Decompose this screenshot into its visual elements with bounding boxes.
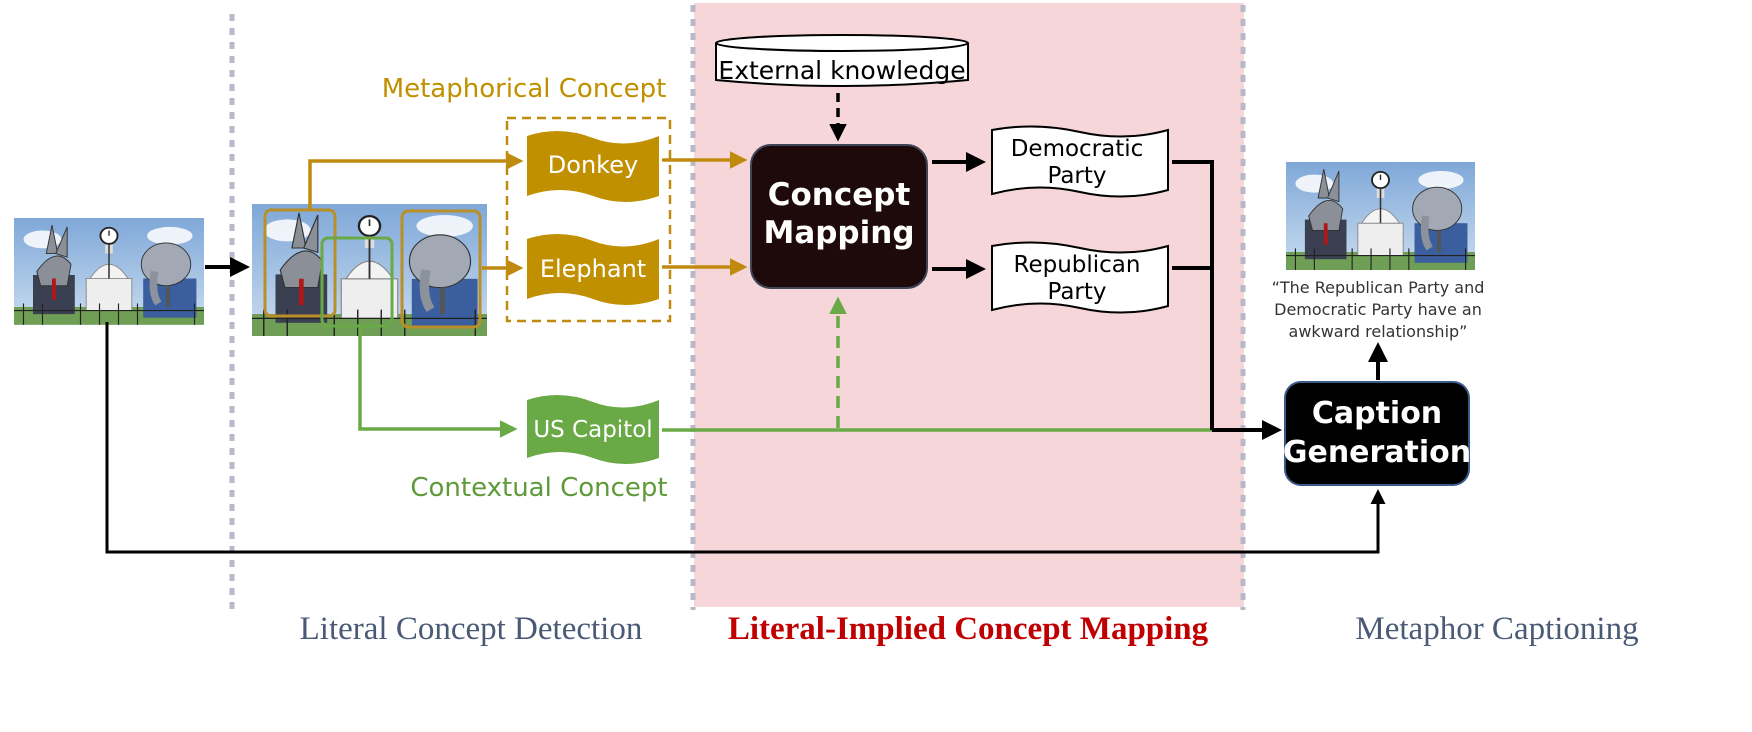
- external-knowledge-database: [715, 34, 969, 87]
- stage-title-literal-detection: Literal Concept Detection: [300, 611, 643, 647]
- caption-output-line2: Democratic Party have an: [1274, 300, 1482, 319]
- input-cartoon-image: [14, 218, 204, 325]
- concept-mapping-title-line2: Mapping: [763, 215, 914, 251]
- caption-output-line3: awkward relationship”: [1289, 322, 1468, 341]
- caption-generation-box: [1284, 381, 1470, 486]
- output-cartoon-image: [1286, 162, 1475, 270]
- elephant-bounding-box: [400, 209, 482, 329]
- republican-party-banner: [991, 241, 1169, 314]
- donkey-concept-flag: [527, 130, 659, 202]
- capitol-bounding-box: [320, 236, 394, 328]
- metaphorical-concept-label: Metaphorical Concept: [382, 74, 667, 104]
- republican-party-line1: Republican: [1014, 252, 1141, 278]
- elephant-concept-flag: [527, 233, 659, 305]
- stage-title-concept-mapping: Literal-Implied Concept Mapping: [728, 611, 1209, 647]
- contextual-concept-label: Contextual Concept: [410, 473, 667, 503]
- external-knowledge-label: External knowledge: [718, 56, 965, 85]
- capitol-detection-arrow: [358, 326, 518, 438]
- democratic-party-banner: [991, 125, 1169, 198]
- donkey-detection-arrow: [308, 152, 524, 210]
- elephant-concept-label: Elephant: [540, 255, 646, 283]
- democratic-party-line1: Democratic: [1011, 136, 1144, 162]
- capitol-concept-flag: [527, 394, 659, 464]
- stage-title-metaphor-captioning: Metaphor Captioning: [1355, 611, 1638, 647]
- capitol-concept-label: US Capitol: [533, 417, 652, 443]
- concept-mapping-box: [750, 144, 928, 289]
- concept-mapping-title-line1: Concept: [768, 177, 911, 213]
- republican-party-line2: Party: [1047, 279, 1106, 305]
- caption-output-line1: “The Republican Party and: [1272, 278, 1485, 297]
- caption-generation-title-line1: Caption: [1312, 396, 1442, 431]
- democratic-party-line2: Party: [1047, 163, 1106, 189]
- image-skip-connection: [105, 322, 1386, 554]
- democratic-merge-line: [1172, 160, 1214, 430]
- donkey-bounding-box: [263, 208, 337, 318]
- caption-generation-title-line2: Generation: [1283, 435, 1471, 470]
- metaphorical-concept-group: [505, 116, 672, 323]
- donkey-concept-label: Donkey: [548, 151, 638, 179]
